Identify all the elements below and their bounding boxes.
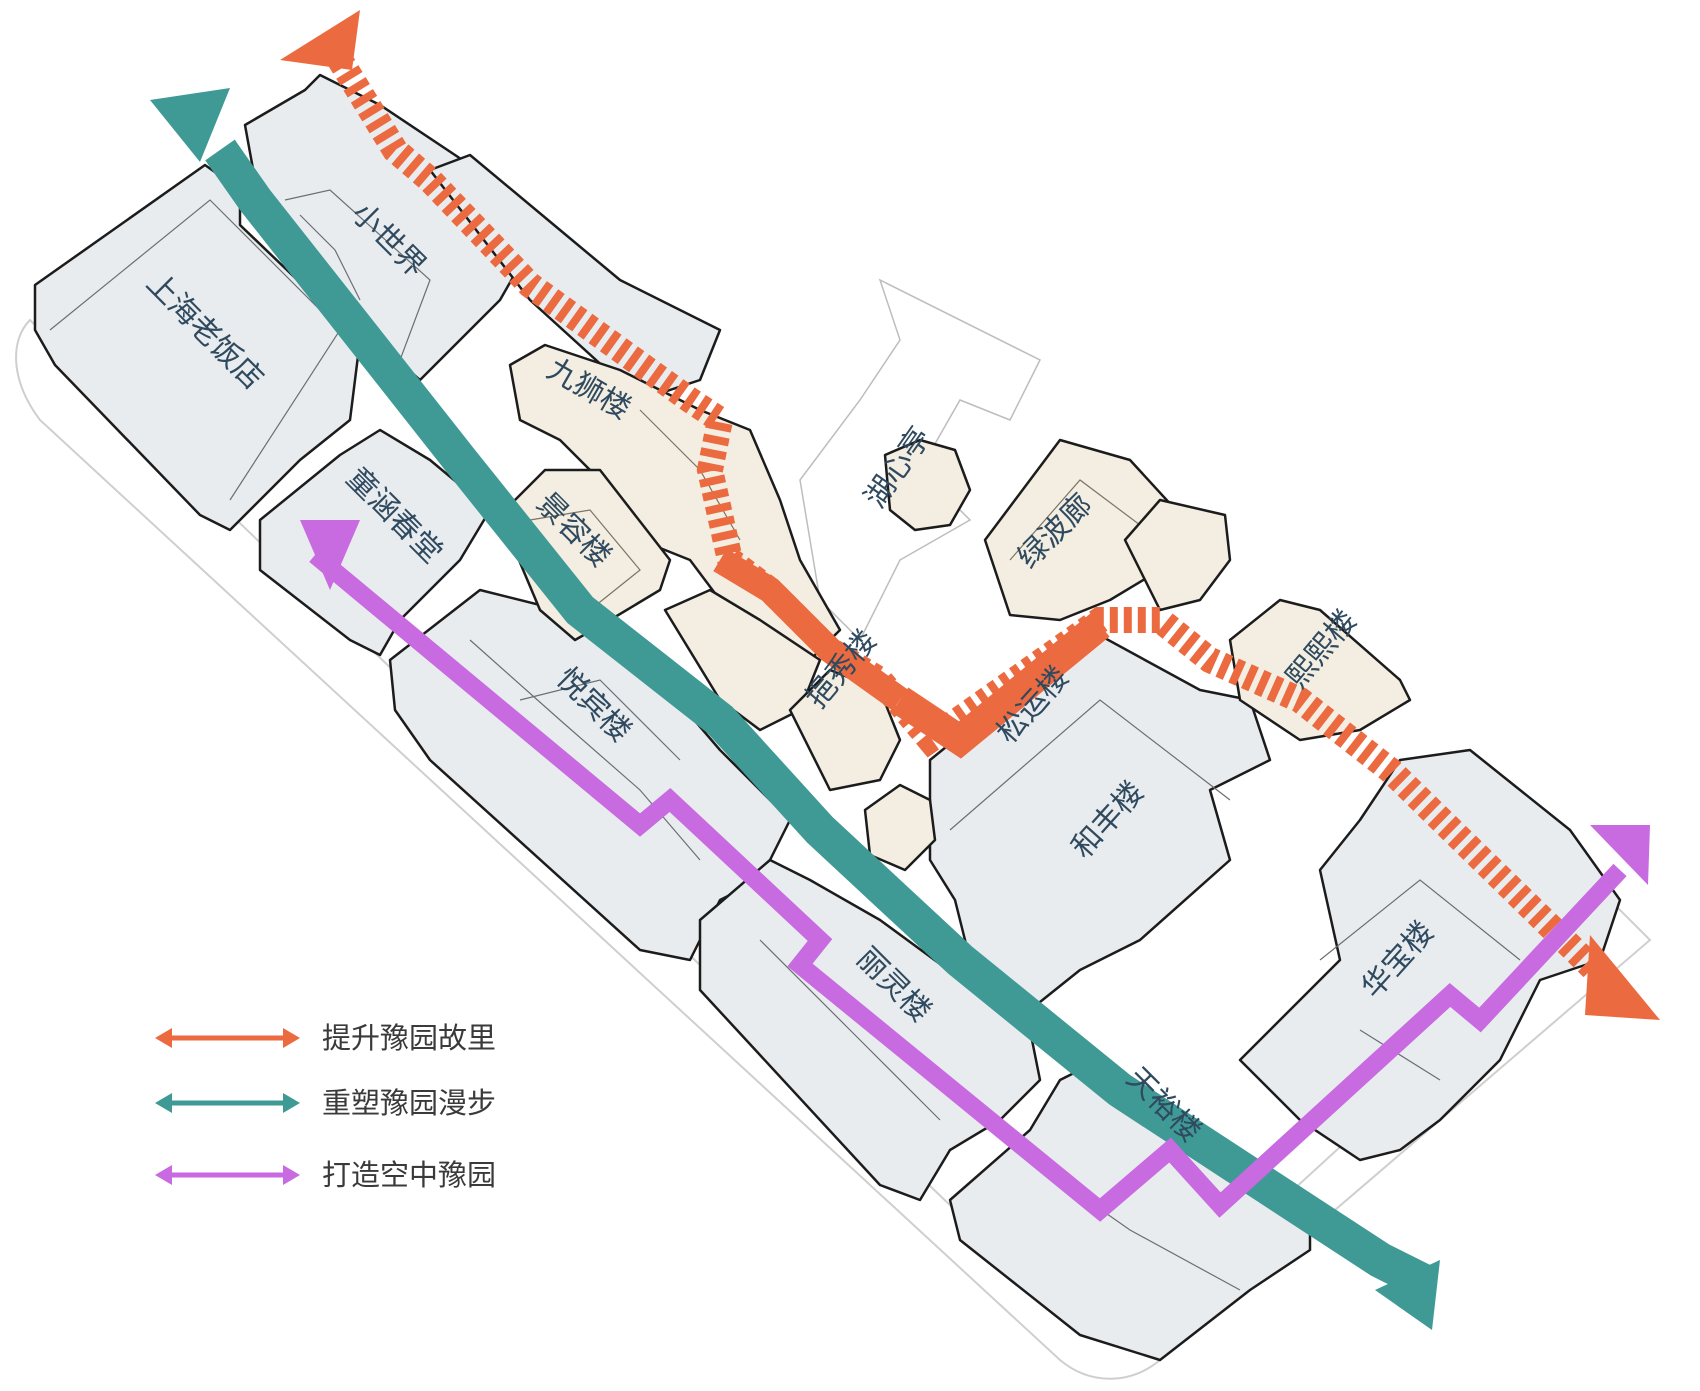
legend-arrow-left-icon (155, 1028, 172, 1048)
building-lvbo-east (1123, 498, 1232, 612)
building-jingronglou (498, 468, 672, 642)
building-xixilou (1228, 598, 1412, 742)
purple-arrow-east (1590, 825, 1650, 885)
building-songyun-hefeng (928, 628, 1272, 1012)
orange-arrow-north (280, 10, 360, 70)
legend-label-teal: 重塑豫园漫步 (322, 1086, 496, 1120)
legend-arrow-left-icon (155, 1093, 172, 1113)
legend: 提升豫园故里 重塑豫园漫步 打造空中豫园 (155, 1021, 496, 1192)
teal-arrow-north (150, 88, 230, 162)
legend-arrow-right-icon (283, 1165, 300, 1185)
building-baxiulou (788, 668, 902, 792)
legend-arrow-left-icon (155, 1165, 172, 1185)
purple-route (309, 548, 1627, 1222)
orange-arrow-south (1585, 935, 1660, 1020)
building-tonghanchuntang (258, 428, 492, 657)
legend-item-purple: 打造空中豫园 (155, 1158, 496, 1192)
legend-label-purple: 打造空中豫园 (322, 1158, 496, 1192)
orange-route-main (328, 53, 1610, 985)
building-huxinting (883, 438, 972, 532)
legend-arrow-right-icon (283, 1028, 300, 1048)
legend-arrow-right-icon (283, 1093, 300, 1113)
teal-arrow-south (1375, 1260, 1440, 1330)
building-xiaoshijie-east (428, 153, 722, 402)
orange-route-solid (891, 613, 1110, 759)
purple-arrow-west (300, 520, 360, 590)
legend-item-orange: 提升豫园故里 (155, 1021, 496, 1055)
building-huabaolou (1238, 748, 1622, 1162)
legend-label-orange: 提升豫园故里 (322, 1021, 496, 1055)
orange-route-solid-west (713, 548, 908, 711)
legend-item-teal: 重塑豫园漫步 (155, 1086, 496, 1120)
